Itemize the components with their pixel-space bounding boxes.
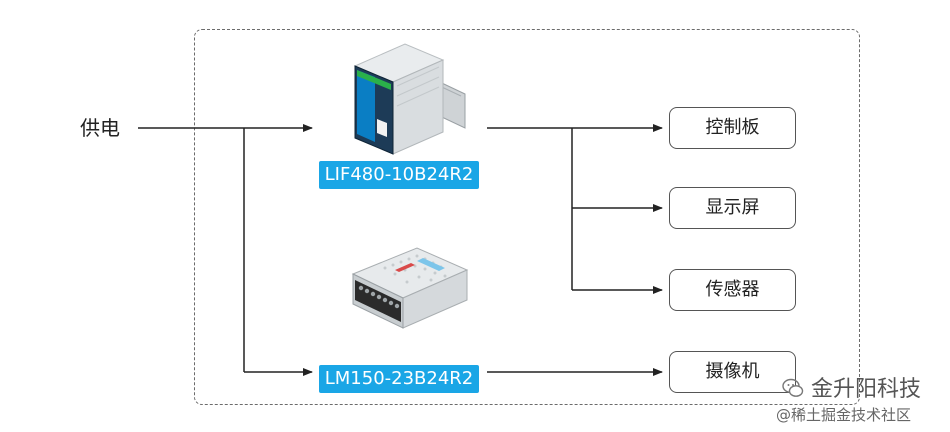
psu1-model-tag: LIF480-10B24R2 — [319, 161, 479, 189]
watermark-source: @稀土掘金技术社区 — [776, 406, 912, 424]
output-box-display: 显示屏 — [669, 187, 796, 229]
psu1-output-wiring — [487, 124, 663, 294]
psu2-model-tag: LM150-23B24R2 — [319, 365, 479, 393]
output-box-sensor: 传感器 — [669, 269, 796, 311]
wechat-icon — [782, 378, 804, 397]
watermark-brand-text: 金升阳科技 — [811, 377, 922, 402]
power-input-label: 供电 — [80, 116, 120, 140]
output-box-camera: 摄像机 — [669, 351, 796, 393]
watermark-brand: 金升阳科技 — [782, 376, 950, 404]
system-boundary-frame — [194, 29, 860, 405]
input-wiring — [138, 124, 313, 376]
output-box-control-board: 控制板 — [669, 107, 796, 149]
enclosed-power-supply-image — [351, 247, 469, 329]
din-rail-power-supply-image — [353, 43, 466, 155]
